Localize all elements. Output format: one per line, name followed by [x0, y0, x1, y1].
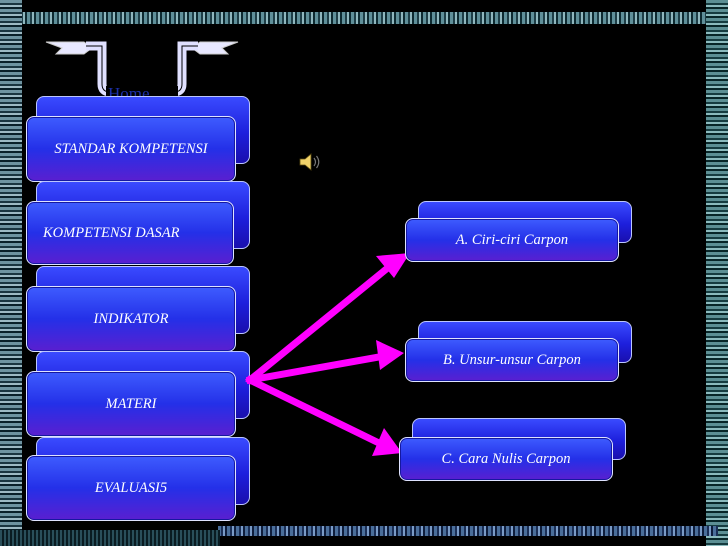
- left-border: [0, 0, 22, 546]
- arrowhead-ciri-ciri: [376, 253, 410, 278]
- menu-item-materi[interactable]: MATERI: [26, 371, 236, 437]
- menu-item-label: EVALUASI5: [94, 479, 168, 496]
- menu-item-evaluasi[interactable]: EVALUASI5: [26, 455, 236, 521]
- speaker-icon[interactable]: [298, 150, 322, 174]
- arrowhead-unsur-unsur: [376, 340, 404, 370]
- arrow-to-ciri-ciri: [245, 257, 400, 385]
- menu-item-indikator[interactable]: INDIKATOR: [26, 286, 236, 352]
- arrow-to-cara-nulis: [245, 375, 390, 451]
- menu-item-label: MATERI: [105, 395, 157, 412]
- menu-item-label: STANDAR KOMPETENSI: [54, 140, 208, 157]
- bottom-left-border: [0, 530, 220, 546]
- menu-item-label: KOMPETENSI DASAR: [43, 224, 180, 241]
- arrowhead-cara-nulis: [372, 428, 402, 456]
- right-border: [706, 0, 728, 546]
- materi-option-ciri-ciri[interactable]: A. Ciri-ciri Carpon: [405, 218, 619, 262]
- materi-option-cara-nulis[interactable]: C. Cara Nulis Carpon: [399, 437, 613, 481]
- top-border: [18, 12, 718, 24]
- bottom-border: [218, 526, 718, 536]
- materi-option-label: B. Unsur-unsur Carpon: [443, 351, 581, 368]
- menu-item-label: INDIKATOR: [93, 310, 169, 327]
- materi-option-label: C. Cara Nulis Carpon: [441, 450, 571, 467]
- menu-item-standar-kompetensi[interactable]: STANDAR KOMPETENSI: [26, 116, 236, 182]
- materi-option-unsur-unsur[interactable]: B. Unsur-unsur Carpon: [405, 338, 619, 382]
- menu-item-kompetensi-dasar[interactable]: KOMPETENSI DASAR: [26, 201, 234, 265]
- arrow-to-unsur-unsur: [245, 350, 395, 385]
- home-banner[interactable]: [44, 40, 240, 110]
- materi-option-label: A. Ciri-ciri Carpon: [455, 231, 569, 248]
